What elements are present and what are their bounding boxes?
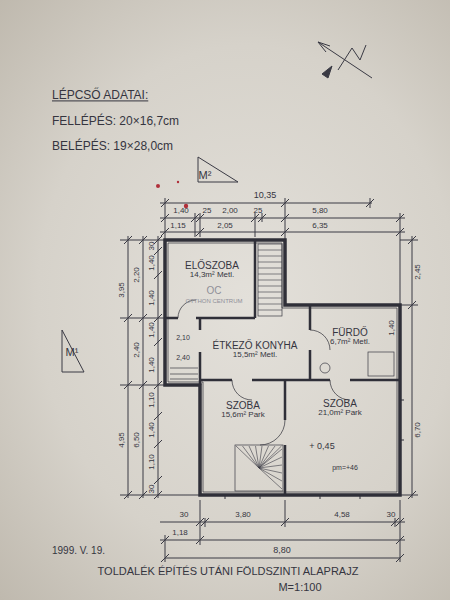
stair-tread (259, 468, 282, 481)
ink-spot (177, 181, 179, 183)
note-text: BELÉPÉS: 19×28,0cm (52, 140, 173, 153)
dimension-label: 2,10 (176, 334, 190, 342)
stair-tread (259, 468, 282, 489)
section-mark (62, 330, 84, 372)
room-label: ÉTKEZŐ KONYHA15,5m² Metl. (208, 339, 302, 361)
note-text: LÉPCSŐ ADATAI: (52, 89, 148, 102)
dimension-label: 30 (387, 511, 396, 520)
stair-tread (258, 274, 282, 275)
dimension-label: 8,80 (273, 546, 291, 556)
dimension-label: 2,05 (217, 222, 233, 231)
room-label: FÜRDŐ6,7m² Metl. (326, 326, 375, 348)
dimension-label: 1,10 (148, 454, 157, 470)
stair-tread (258, 262, 282, 263)
dimension-label: M=1:100 (278, 581, 321, 593)
dimension-label: 1,40 (148, 357, 157, 373)
dimension-label: 25 (203, 207, 212, 216)
dimension-label: 1,10 (148, 392, 157, 408)
stair-tread (258, 250, 282, 251)
stair-tread (258, 304, 282, 305)
stair-tread (258, 292, 282, 293)
dimension-label: M² (199, 169, 212, 181)
dimension-label: 1,40 (148, 322, 157, 338)
caption: TOLDALÉK ÉPÍTÉS UTÁNI FÖLDSZINTI ALAPRAJ… (98, 565, 359, 577)
fixture (368, 352, 394, 376)
stair-tread (258, 310, 282, 311)
room-label: SZOBA15,6m² Park (217, 399, 269, 421)
dimension-label: 1,40 (173, 207, 189, 216)
dimension-label: 2,00 (222, 207, 238, 216)
dimension-label: OTTHON CENTRUM (186, 298, 243, 305)
note-text: FELLÉPÉS: 20×16,7cm (52, 115, 179, 128)
section-mark (198, 157, 238, 182)
dimension-label: 2,40 (176, 354, 190, 362)
dimension-label: 3,95 (118, 282, 127, 298)
room-name: FÜRDŐ (328, 327, 373, 338)
room-name: SZOBA (316, 398, 364, 409)
dimension-label: 2,45 (414, 264, 423, 280)
stair-tread (258, 268, 282, 269)
dimension-label: 30 (180, 511, 189, 520)
dimension-label: 10,35 (254, 191, 277, 201)
dimension-label: + 0,45 (309, 442, 334, 452)
room-name: SZOBA (219, 400, 267, 411)
room-area: 6,7m² Metl. (328, 338, 373, 347)
dimension-label: pm=+46 (332, 464, 358, 472)
dimension-label: 6,70 (414, 422, 423, 438)
stair-tread (259, 465, 282, 468)
staircase (170, 244, 394, 491)
stair-tread (256, 446, 260, 468)
dimension-label: 2,20 (133, 267, 142, 283)
stair-tread (259, 468, 282, 473)
dimension-label: 30 (148, 242, 157, 251)
room-area: 15,5m² Metl. (210, 351, 300, 360)
dimension-label: 6,50 (133, 432, 142, 448)
dimension-label: OC (207, 285, 222, 296)
room-label: ELŐSZOBA14,3m² Metl. (181, 259, 243, 281)
room-area: 15,6m² Park (219, 411, 267, 420)
dimension-label: M¹ (66, 346, 79, 358)
walls (165, 240, 404, 499)
north-arrow (318, 42, 372, 78)
stair-tread (258, 286, 282, 287)
ink-spot (156, 184, 160, 188)
room-area: 14,3m² Metl. (183, 271, 241, 280)
dimension-label: 4,58 (334, 511, 350, 520)
dimension-label: 1,15 (170, 222, 186, 231)
dimension-label: 30 (148, 485, 157, 494)
stair-tread (258, 280, 282, 281)
stair-tread (259, 449, 282, 468)
room-name: ELŐSZOBA (183, 260, 241, 271)
dimension-label: 5,80 (312, 207, 328, 216)
stair-tread (258, 298, 282, 299)
dimension-label: 2,40 (133, 342, 142, 358)
room-label: SZOBA21,0m² Park (314, 397, 366, 419)
dimension-label: 6,35 (312, 222, 328, 231)
stair-tread (249, 446, 259, 468)
dimension-label: 3,80 (235, 511, 251, 520)
stair-tread (259, 446, 282, 468)
fixture (320, 363, 330, 373)
dimension-label: 25 (254, 207, 263, 216)
room-name: ÉTKEZŐ KONYHA (210, 340, 300, 351)
dimension-label: 4,95 (118, 432, 127, 448)
stair-tread (258, 256, 282, 257)
arrow-head (322, 66, 332, 78)
room-area: 21,0m² Park (316, 409, 364, 418)
dimension-label: 1,40 (148, 422, 157, 438)
stair-treads (236, 250, 282, 489)
stair-tread (243, 446, 260, 468)
dimension-label: 1999. V. 19. (52, 545, 105, 556)
dimension-label: 1,40 (148, 255, 157, 271)
stair-tread (259, 457, 282, 468)
dimension-label: 1,40 (388, 320, 397, 336)
dimension-label: 1,18 (172, 529, 188, 538)
stair-tread (236, 446, 259, 468)
dimension-label: 1,40 (148, 290, 157, 306)
dimension-lines (120, 198, 418, 562)
